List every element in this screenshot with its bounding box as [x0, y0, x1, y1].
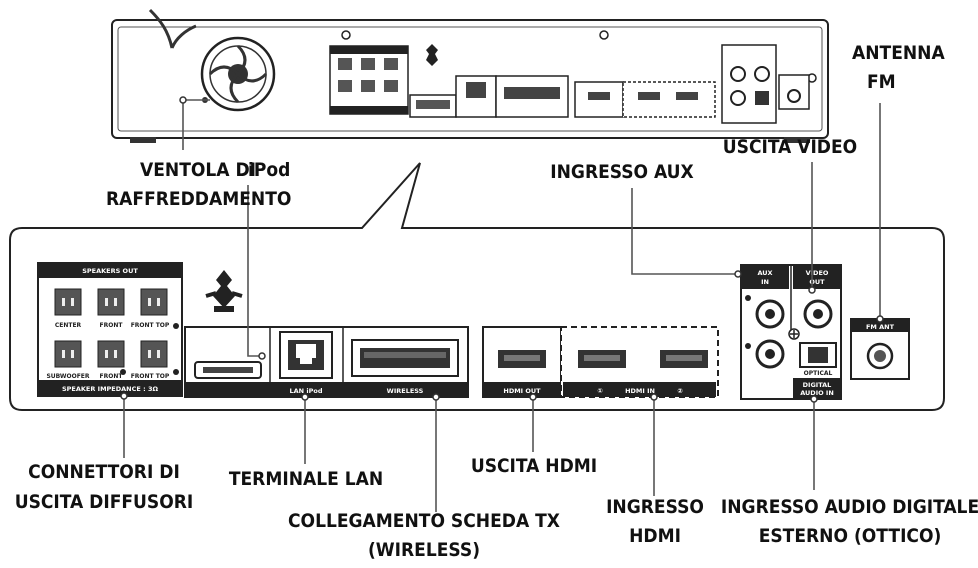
front-right-label: FRONT — [100, 373, 124, 380]
callout-speaker-connectors-line1: CONNETTORI DI — [28, 461, 180, 483]
front-right-terminal[interactable] — [97, 340, 125, 368]
front-top-right-terminal[interactable] — [140, 340, 168, 368]
cooling-fan-icon — [200, 36, 276, 112]
subwoofer-label: SUBWOOFER — [46, 373, 89, 380]
callout-tx-card-line2: (WIRELESS) — [368, 539, 480, 561]
connectivity-block: LAN iPod WIRELESS — [184, 326, 469, 398]
callout-digital-audio-line1: INGRESSO AUDIO DIGITALE — [721, 496, 978, 518]
callout-digital-audio-line2: ESTERNO (OTTICO) — [759, 525, 942, 547]
fm-ant-label: FM ANT — [866, 323, 895, 331]
callout-video-out: USCITA VIDEO — [723, 136, 857, 158]
front-left-terminal[interactable] — [97, 288, 125, 316]
lan-ipod-label: LAN iPod — [290, 387, 323, 395]
hdmi-in-2-label: ② — [677, 387, 683, 395]
speakers-out-label: SPEAKERS OUT — [82, 267, 138, 275]
front-top-left-label: FRONT TOP — [131, 322, 170, 329]
leader-lines — [123, 99, 881, 512]
front-left-label: FRONT — [100, 322, 124, 329]
wireless-label: WIRELESS — [387, 387, 424, 395]
video-out-label-line1: VIDEO — [806, 269, 829, 277]
speaker-impedance-label: SPEAKER IMPEDANCE : 3Ω — [62, 385, 158, 393]
callout-hdmi-out: USCITA HDMI — [471, 455, 597, 477]
video-out-label-line2: OUT — [809, 278, 825, 286]
leader-dots — [120, 96, 884, 403]
callout-aux-in: INGRESSO AUX — [550, 161, 693, 183]
hdmi-in-1-label: ① — [597, 387, 603, 395]
callout-lan-terminal: TERMINALE LAN — [229, 468, 383, 490]
center-terminal[interactable] — [54, 288, 82, 316]
callout-cooling-fan-line2: RAFFREDDAMENTO — [106, 188, 291, 210]
ipod-clip-icon — [205, 270, 243, 312]
callout-antenna-fm-line2: FM — [867, 71, 896, 93]
av-io-block: AUX IN VIDEO OUT OPTICAL DIGITAL AUDIO I… — [740, 264, 842, 400]
callout-cooling-fan-line1: VENTOLA DI — [140, 159, 256, 181]
callout-antenna-fm-line1: ANTENNA — [852, 42, 945, 64]
front-top-left-terminal[interactable] — [140, 288, 168, 316]
hdmi-out-label: HDMI OUT — [503, 387, 541, 395]
callout-ipod: iPod — [248, 159, 290, 181]
speakers-out-block: SPEAKERS OUT SPEAKER IMPEDANCE : 3Ω CENT… — [37, 262, 183, 397]
digital-audio-in-label-line2: AUDIO IN — [800, 389, 834, 397]
fm-antenna-block: FM ANT — [850, 318, 910, 380]
hdmi-in-label: HDMI IN — [625, 387, 655, 395]
digital-audio-in-label-line1: DIGITAL — [803, 381, 832, 389]
callout-tx-card-line1: COLLEGAMENTO SCHEDA TX — [288, 510, 560, 532]
callout-speaker-connectors-line2: USCITA DIFFUSORI — [15, 491, 194, 513]
aux-in-label-line2: IN — [761, 278, 769, 286]
aux-in-label-line1: AUX — [757, 269, 772, 277]
rear-panel-overview — [111, 8, 829, 143]
subwoofer-terminal[interactable] — [54, 340, 82, 368]
center-label: CENTER — [55, 322, 82, 329]
callout-hdmi-in-line1: INGRESSO — [606, 496, 704, 518]
optical-label: OPTICAL — [804, 370, 833, 377]
hdmi-block: HDMI OUT ① HDMI IN ② — [482, 326, 719, 398]
front-top-right-label: FRONT TOP — [131, 373, 170, 380]
callout-hdmi-in-line2: HDMI — [629, 525, 681, 547]
